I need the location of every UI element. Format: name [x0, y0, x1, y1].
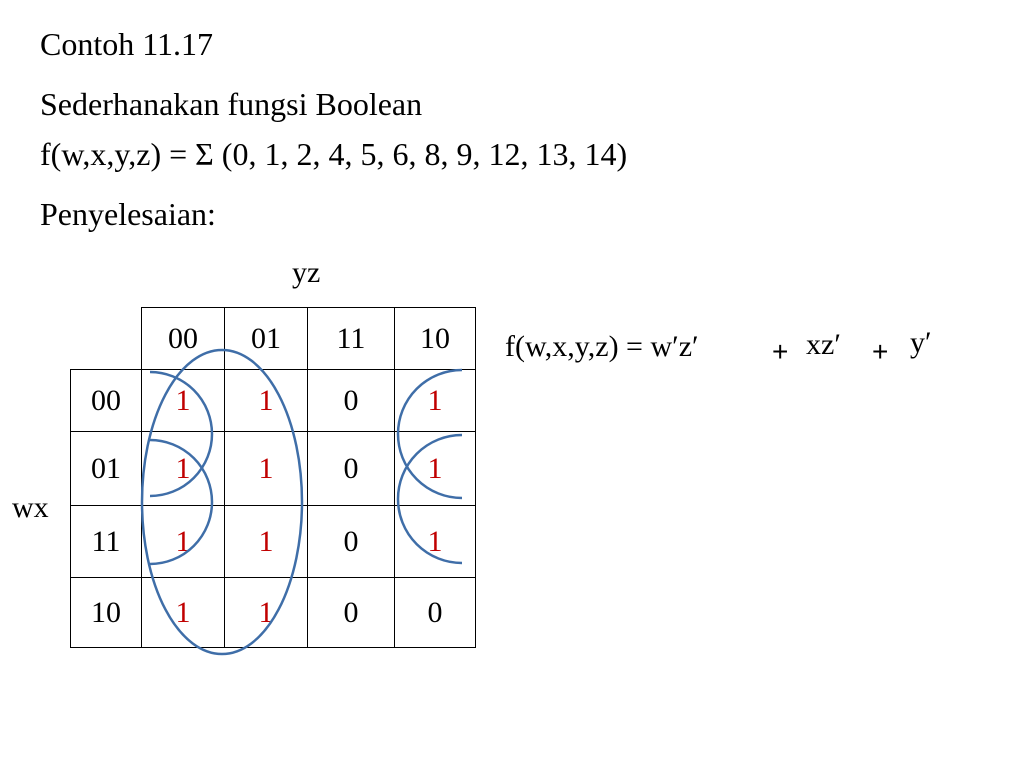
kmap-cell-m5: 1: [224, 431, 308, 506]
kmap-col-header: 00: [141, 307, 225, 370]
result-plus-1: +: [772, 336, 789, 367]
solution-label: Penyelesaian:: [40, 196, 216, 232]
kmap-row-header: 11: [70, 505, 142, 578]
kmap-cell-m6: 1: [394, 431, 476, 506]
kmap-cell-m2: 1: [394, 369, 476, 432]
column-variable-label: yz: [292, 256, 321, 289]
kmap-cell-m3: 0: [307, 369, 395, 432]
result-plus-2: +: [872, 336, 889, 367]
kmap-cell-m11: 0: [307, 577, 395, 648]
kmap-cell-m4: 1: [141, 431, 225, 506]
kmap-col-header: 10: [394, 307, 476, 370]
karnaugh-map: 00 01 11 10 00 1 1 0 1 01 1 1 0 1 11 1 1…: [70, 307, 476, 648]
kmap-cell-m1: 1: [224, 369, 308, 432]
kmap-cell-m0: 1: [141, 369, 225, 432]
result-term-y-prime: y′: [910, 326, 932, 359]
kmap-row-header: 00: [70, 369, 142, 432]
kmap-corner: [70, 307, 142, 370]
kmap-cell-m12: 1: [141, 505, 225, 578]
kmap-cell-m15: 0: [307, 505, 395, 578]
kmap-row-header: 10: [70, 577, 142, 648]
example-title: Contoh 11.17: [40, 26, 214, 62]
function-definition: f(w,x,y,z) = Σ (0, 1, 2, 4, 5, 6, 8, 9, …: [40, 136, 628, 172]
kmap-cell-m13: 1: [224, 505, 308, 578]
kmap-col-header: 11: [307, 307, 395, 370]
kmap-row-header: 01: [70, 431, 142, 506]
kmap-cell-m9: 1: [224, 577, 308, 648]
kmap-cell-m10: 0: [394, 577, 476, 648]
kmap-cell-m8: 1: [141, 577, 225, 648]
task-line: Sederhanakan fungsi Boolean: [40, 86, 423, 122]
result-term-xz-prime: xz′: [806, 328, 841, 361]
kmap-col-header: 01: [224, 307, 308, 370]
kmap-cell-m7: 0: [307, 431, 395, 506]
row-variable-label: wx: [12, 491, 49, 524]
kmap-cell-m14: 1: [394, 505, 476, 578]
result-expression-prefix: f(w,x,y,z) = w′z′: [505, 330, 699, 363]
